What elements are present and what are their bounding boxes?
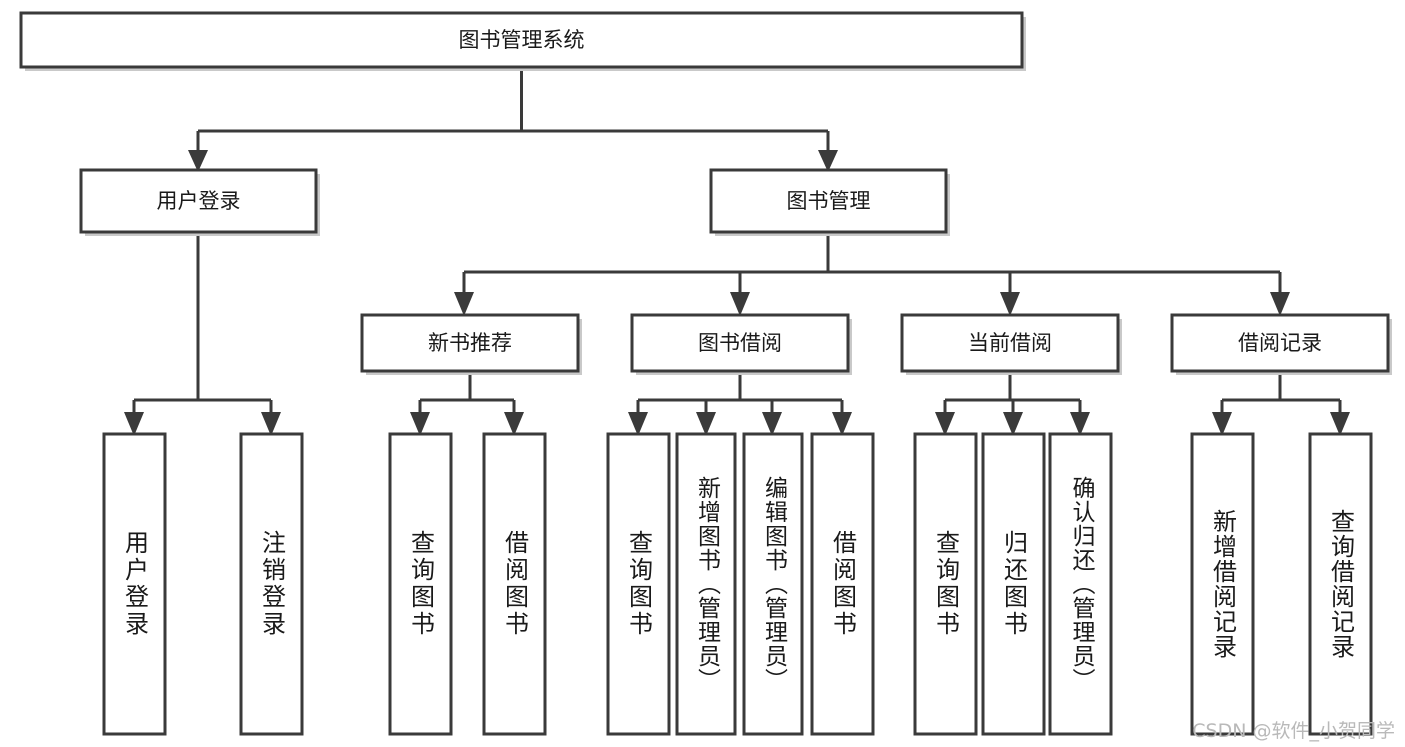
leaf-box-add-record[interactable] [1190,432,1255,736]
new-book-recommend-node-box[interactable] [360,313,580,373]
root-node-label: 图书管理系统 [459,28,585,52]
arrowhead-user-login [188,150,208,172]
book-borrow-node-box[interactable] [630,313,850,373]
boxes-layer: 图书管理系统 用户登录 图书管理 新书推荐 图书借阅 当前借阅 借阅记录 [19,11,1392,736]
leaf-box-borrow-book-2[interactable] [810,432,875,736]
arrowhead-borrowrecord [1270,292,1290,316]
book-manage-node-box[interactable] [709,168,948,234]
leaf-box-borrow-book-1[interactable] [482,432,547,736]
leaf-box-query-book-3[interactable] [913,432,978,736]
arrowhead-borrowrecord-leaf1 [1212,412,1232,436]
arrowhead-newbook [454,292,474,316]
new-book-recommend-node-label: 新书推荐 [428,331,512,355]
borrow-record-node-box[interactable] [1170,313,1390,373]
arrowhead-currentborrow-leaf2 [1003,412,1023,436]
arrowheads-layer [124,150,1350,436]
leaf-box-user-login[interactable] [102,432,167,736]
current-borrow-node-label: 当前借阅 [968,331,1052,355]
leaf-box-edit-book[interactable] [742,432,804,736]
arrowhead-newbook-leaf2 [504,412,524,436]
leaf-box-query-book-2[interactable] [606,432,671,736]
arrowhead-bookborrow-leaf3 [762,412,782,436]
user-login-node-label: 用户登录 [157,189,241,213]
watermark-text: CSDN @软件_小贺同学 [1192,720,1395,742]
arrowhead-newbook-leaf1 [410,412,430,436]
user-login-node-box[interactable] [79,168,318,234]
book-borrow-node-label: 图书借阅 [698,331,782,355]
leaf-box-return-book[interactable] [981,432,1046,736]
arrowhead-leaf-user-login [124,412,144,436]
arrowhead-borrowrecord-leaf2 [1330,412,1350,436]
leaf-box-confirm-return[interactable] [1048,432,1113,736]
leaf-box-query-record[interactable] [1308,432,1373,736]
arrowhead-bookborrow [730,292,750,316]
leaf-box-add-book[interactable] [675,432,737,736]
arrowhead-currentborrow [1000,292,1020,316]
arrowhead-bookborrow-leaf4 [832,412,852,436]
arrowhead-book-manage [818,150,838,172]
arrowhead-bookborrow-leaf2 [696,412,716,436]
book-manage-node-label: 图书管理 [787,189,871,213]
arrowhead-leaf-logout [261,412,281,436]
borrow-record-node-label: 借阅记录 [1238,331,1322,355]
arrowhead-currentborrow-leaf1 [935,412,955,436]
arrowhead-bookborrow-leaf1 [628,412,648,436]
leaf-box-query-book-1[interactable] [388,432,453,736]
arrowhead-currentborrow-leaf3 [1070,412,1090,436]
leaf-box-logout[interactable] [239,432,304,736]
root-node-box[interactable] [19,11,1024,69]
current-borrow-node-box[interactable] [900,313,1120,373]
